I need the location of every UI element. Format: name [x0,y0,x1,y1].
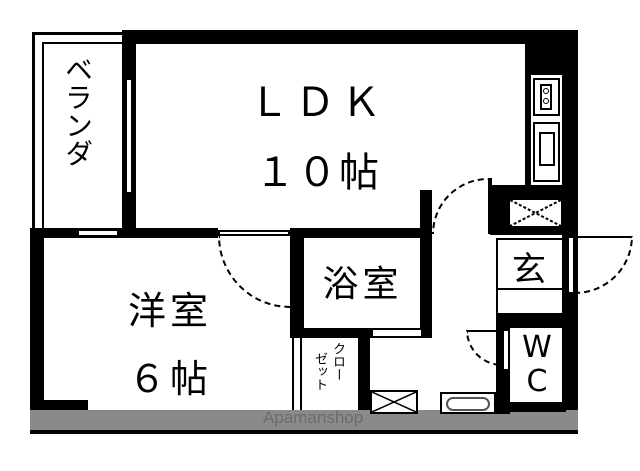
bottom-band [30,410,578,432]
bottom-wall [30,430,578,434]
sink-icon [533,122,560,182]
ldk-size: １０帖 [255,150,381,196]
closet-label-col2: ゼット [312,352,327,391]
ldk-door[interactable] [432,178,490,234]
western-room-size: ６帖 [127,357,212,401]
mid-horizontal-wall-2 [290,228,430,238]
left-bottom-block [30,400,88,412]
closet-left-line [292,338,302,410]
refrigerator-space-icon [508,198,563,228]
top-wall [122,30,258,44]
bath-left-wall [290,228,304,338]
ldk-label: ＬＤＫ [249,80,387,126]
western-door-line [218,230,290,236]
left-wall [30,228,44,408]
wc-bottom-wall [496,402,566,412]
veranda [32,32,122,230]
top-wall-2 [258,30,578,44]
western-room-label: 洋室 [127,289,212,333]
wc-door[interactable] [466,330,502,366]
kitchen-side-wall [525,75,531,185]
ldk-door-jamb [488,178,492,234]
wc-top-wall [496,314,566,328]
veranda-inner-line [42,42,122,230]
entrance-area [496,238,562,290]
window-west[interactable] [78,230,118,236]
bath-door[interactable] [372,329,422,337]
corridor-wall [420,190,432,335]
entrance-step [496,290,562,315]
washbasin-icon [440,392,496,414]
mid-horizontal-wall [30,228,218,238]
entrance-door[interactable] [575,236,633,294]
right-wall [562,30,578,410]
washer-space-icon [370,390,418,414]
closet-label-col1: クロー [330,342,345,381]
entrance-label: 玄 [512,250,546,290]
veranda-label: ベランダ [61,55,94,167]
wc-label-c: C [526,364,548,399]
wc-label-w: W [522,330,552,365]
watermark: Apamanshop [263,408,364,427]
wc-door-jamb [503,330,509,370]
bathroom-label: 浴室 [322,264,403,305]
closet-right-wall [358,338,370,410]
stove-icon [533,78,560,116]
window-veranda[interactable] [125,78,133,194]
ldk-corner-wall [525,30,565,75]
entrance-door-frame [567,236,575,294]
bath-bottom-wall [290,328,432,338]
